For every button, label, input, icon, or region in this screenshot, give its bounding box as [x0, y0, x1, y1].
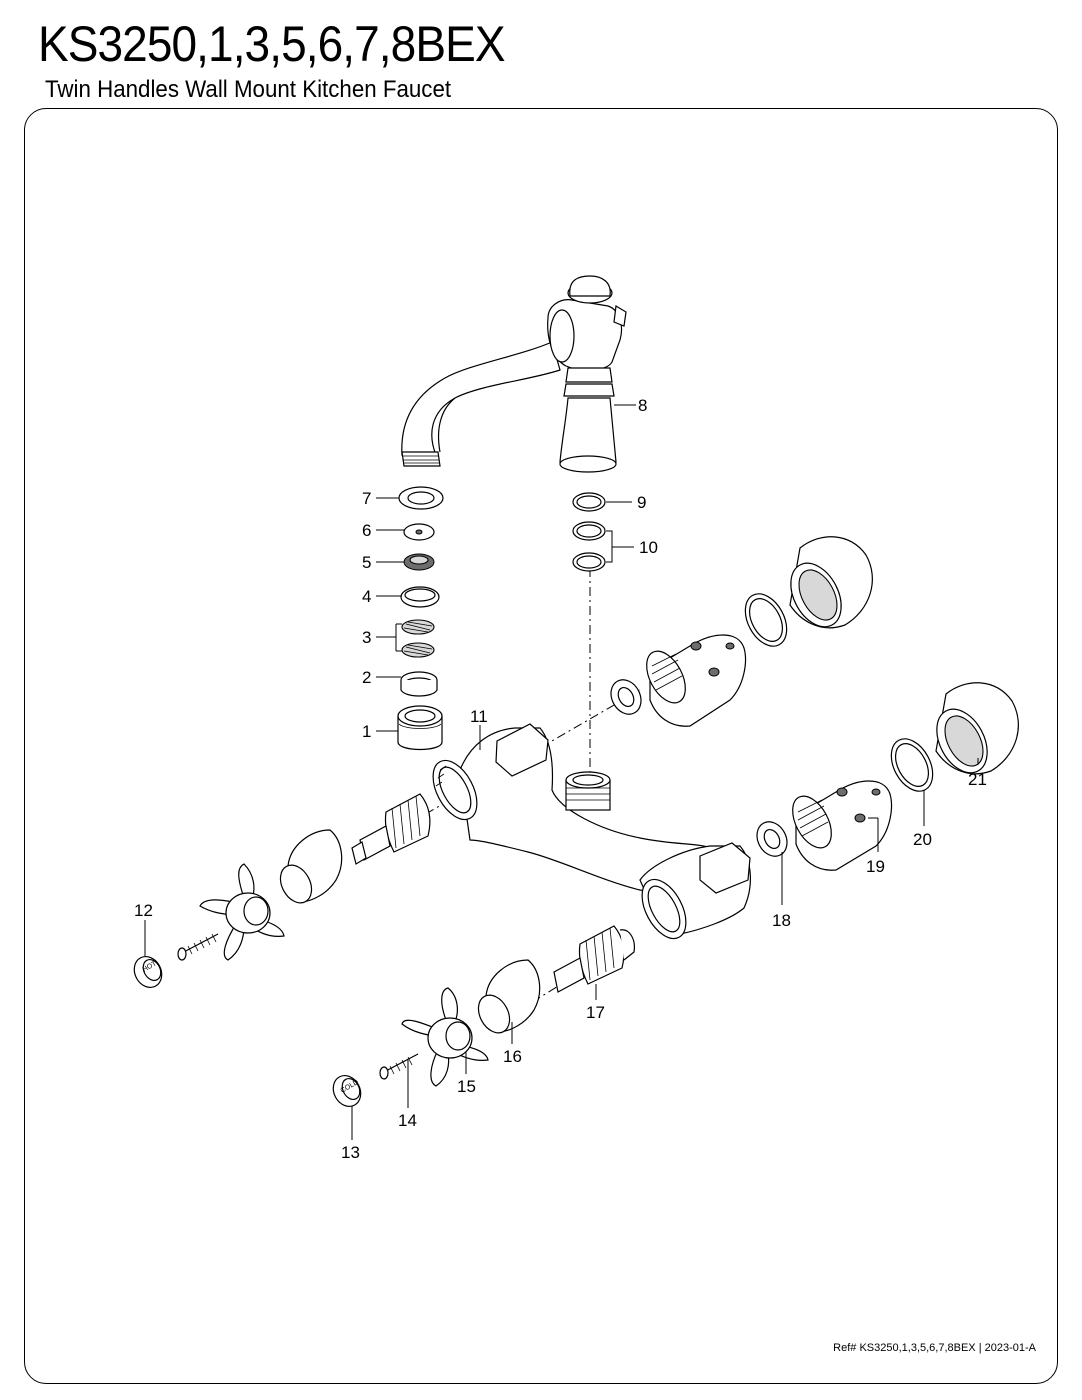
cold-handle-group: COLD [332, 925, 635, 1140]
callout-10: 10 [639, 538, 658, 557]
callout-7: 7 [362, 489, 371, 508]
aerator-stack [376, 486, 444, 751]
callout-16: 16 [503, 1047, 522, 1066]
callout-14: 14 [398, 1111, 417, 1130]
callout-13: 13 [341, 1143, 360, 1162]
callout-5: 5 [362, 553, 371, 572]
callout-18: 18 [772, 911, 791, 930]
callout-3: 3 [362, 628, 371, 647]
lower-supply-parts [756, 682, 1019, 905]
callout-9: 9 [637, 493, 646, 512]
faucet-body-part-11 [432, 723, 751, 940]
model-number-title: KS3250,1,3,5,6,7,8BEX [38, 16, 506, 72]
callout-numbers: 1 2 3 4 5 6 7 8 9 10 11 12 13 14 15 16 1… [134, 396, 987, 1162]
callout-8: 8 [638, 396, 647, 415]
callout-21: 21 [968, 770, 987, 789]
o-rings-9-10 [572, 492, 634, 572]
callout-6: 6 [362, 521, 371, 540]
callout-4: 4 [362, 587, 371, 606]
upper-supply-parts [610, 536, 873, 727]
callout-1: 1 [362, 722, 371, 741]
document-reference: Ref# KS3250,1,3,5,6,7,8BEX | 2023-01-A [833, 1342, 1036, 1354]
callout-19: 19 [866, 857, 885, 876]
callout-20: 20 [913, 830, 932, 849]
callout-17: 17 [586, 1003, 605, 1022]
callout-12: 12 [134, 901, 153, 920]
callout-11: 11 [470, 707, 488, 726]
callout-15: 15 [457, 1077, 476, 1096]
callout-2: 2 [362, 668, 371, 687]
product-description: Twin Handles Wall Mount Kitchen Faucet [45, 76, 452, 103]
alignment-lines [359, 568, 641, 1023]
spout-assembly-part-8 [401, 275, 636, 473]
diagram-frame [24, 108, 1058, 1384]
hot-handle-group: HOT [133, 793, 431, 988]
